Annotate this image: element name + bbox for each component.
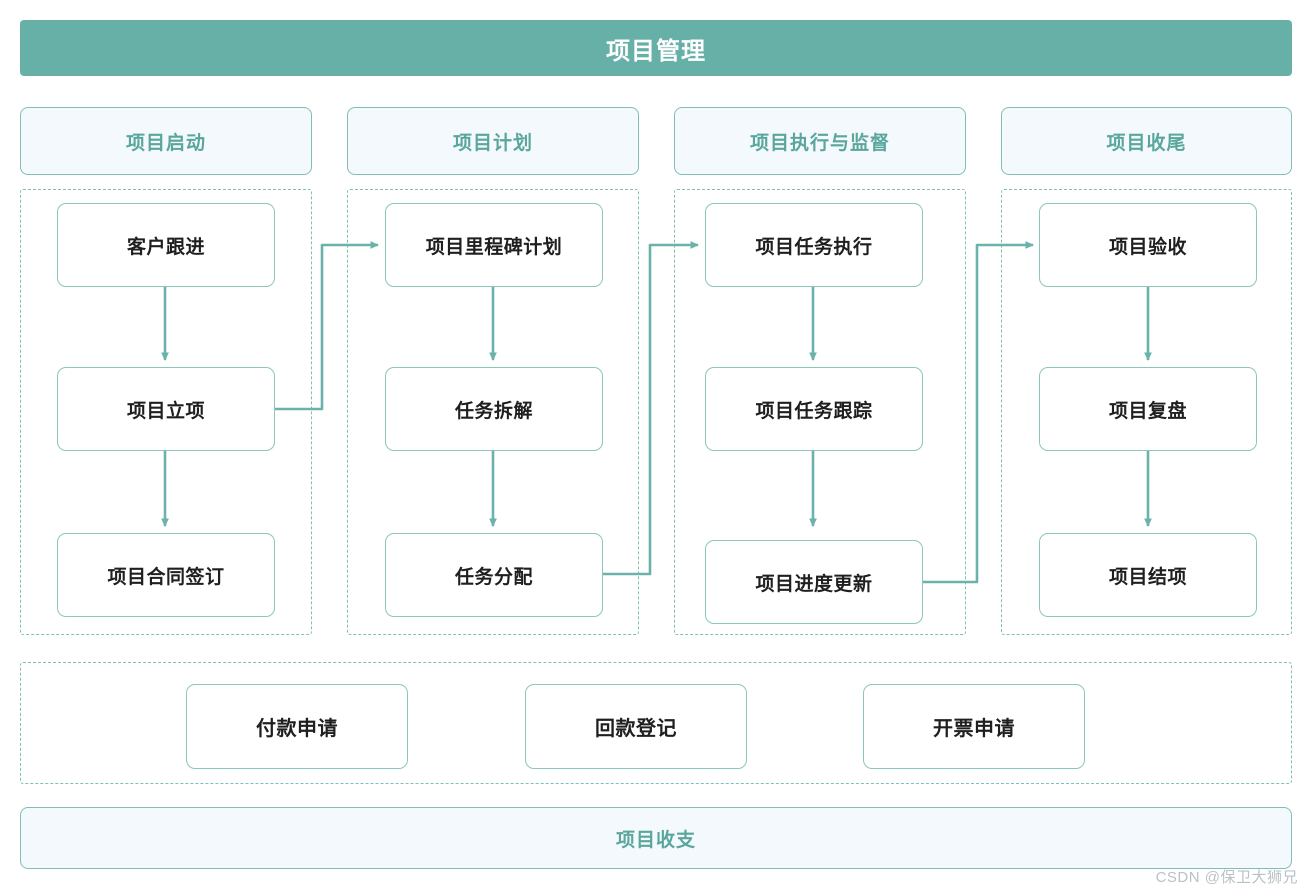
phase-header-project-execution[interactable]: 项目执行与监督 bbox=[674, 107, 966, 175]
node-label: 项目里程碑计划 bbox=[425, 236, 563, 258]
phase-header-label: 项目计划 bbox=[452, 132, 533, 154]
node-project-contract-signing[interactable]: 项目合同签订 bbox=[57, 533, 275, 617]
node-label: 项目结项 bbox=[1108, 566, 1187, 588]
node-payment-receipt-registration[interactable]: 回款登记 bbox=[525, 684, 747, 769]
node-label: 任务分配 bbox=[454, 566, 533, 588]
phase-header-label: 项目收尾 bbox=[1106, 132, 1187, 154]
node-label: 项目任务跟踪 bbox=[755, 400, 873, 422]
footer-bar-project-finance[interactable]: 项目收支 bbox=[20, 807, 1292, 869]
node-label: 项目验收 bbox=[1108, 236, 1187, 258]
node-project-task-execution[interactable]: 项目任务执行 bbox=[705, 203, 923, 287]
node-label: 项目进度更新 bbox=[755, 573, 873, 595]
page-title: 项目管理 bbox=[606, 37, 706, 65]
node-label: 项目复盘 bbox=[1108, 400, 1187, 422]
phase-header-project-planning[interactable]: 项目计划 bbox=[347, 107, 639, 175]
phase-header-project-initiation[interactable]: 项目启动 bbox=[20, 107, 312, 175]
node-invoice-request[interactable]: 开票申请 bbox=[863, 684, 1085, 769]
node-task-assignment[interactable]: 任务分配 bbox=[385, 533, 603, 617]
phase-header-row: 项目启动 项目计划 项目执行与监督 项目收尾 bbox=[20, 107, 1292, 175]
swimlane-finance bbox=[20, 662, 1292, 784]
node-project-review[interactable]: 项目复盘 bbox=[1039, 367, 1257, 451]
node-project-task-tracking[interactable]: 项目任务跟踪 bbox=[705, 367, 923, 451]
node-project-acceptance[interactable]: 项目验收 bbox=[1039, 203, 1257, 287]
node-label: 项目任务执行 bbox=[755, 236, 873, 258]
phase-header-label: 项目启动 bbox=[125, 132, 206, 154]
node-label: 回款登记 bbox=[595, 718, 677, 740]
node-label: 项目立项 bbox=[126, 400, 205, 422]
swimlane-project-initiation bbox=[20, 189, 312, 635]
node-task-breakdown[interactable]: 任务拆解 bbox=[385, 367, 603, 451]
phase-header-project-closure[interactable]: 项目收尾 bbox=[1001, 107, 1292, 175]
node-label: 任务拆解 bbox=[454, 400, 533, 422]
node-project-milestone-plan[interactable]: 项目里程碑计划 bbox=[385, 203, 603, 287]
node-customer-followup[interactable]: 客户跟进 bbox=[57, 203, 275, 287]
node-label: 客户跟进 bbox=[126, 236, 205, 258]
watermark: CSDN @保卫大狮兄 bbox=[1155, 869, 1298, 886]
node-label: 付款申请 bbox=[256, 718, 338, 740]
footer-bar-label: 项目收支 bbox=[615, 829, 696, 851]
node-payment-request[interactable]: 付款申请 bbox=[186, 684, 408, 769]
node-project-progress-update[interactable]: 项目进度更新 bbox=[705, 540, 923, 624]
page-title-bar: 项目管理 bbox=[20, 20, 1292, 76]
phase-header-label: 项目执行与监督 bbox=[749, 132, 890, 154]
node-label: 开票申请 bbox=[933, 718, 1015, 740]
node-project-initiation-approval[interactable]: 项目立项 bbox=[57, 367, 275, 451]
node-label: 项目合同签订 bbox=[107, 566, 225, 588]
node-project-closeout[interactable]: 项目结项 bbox=[1039, 533, 1257, 617]
